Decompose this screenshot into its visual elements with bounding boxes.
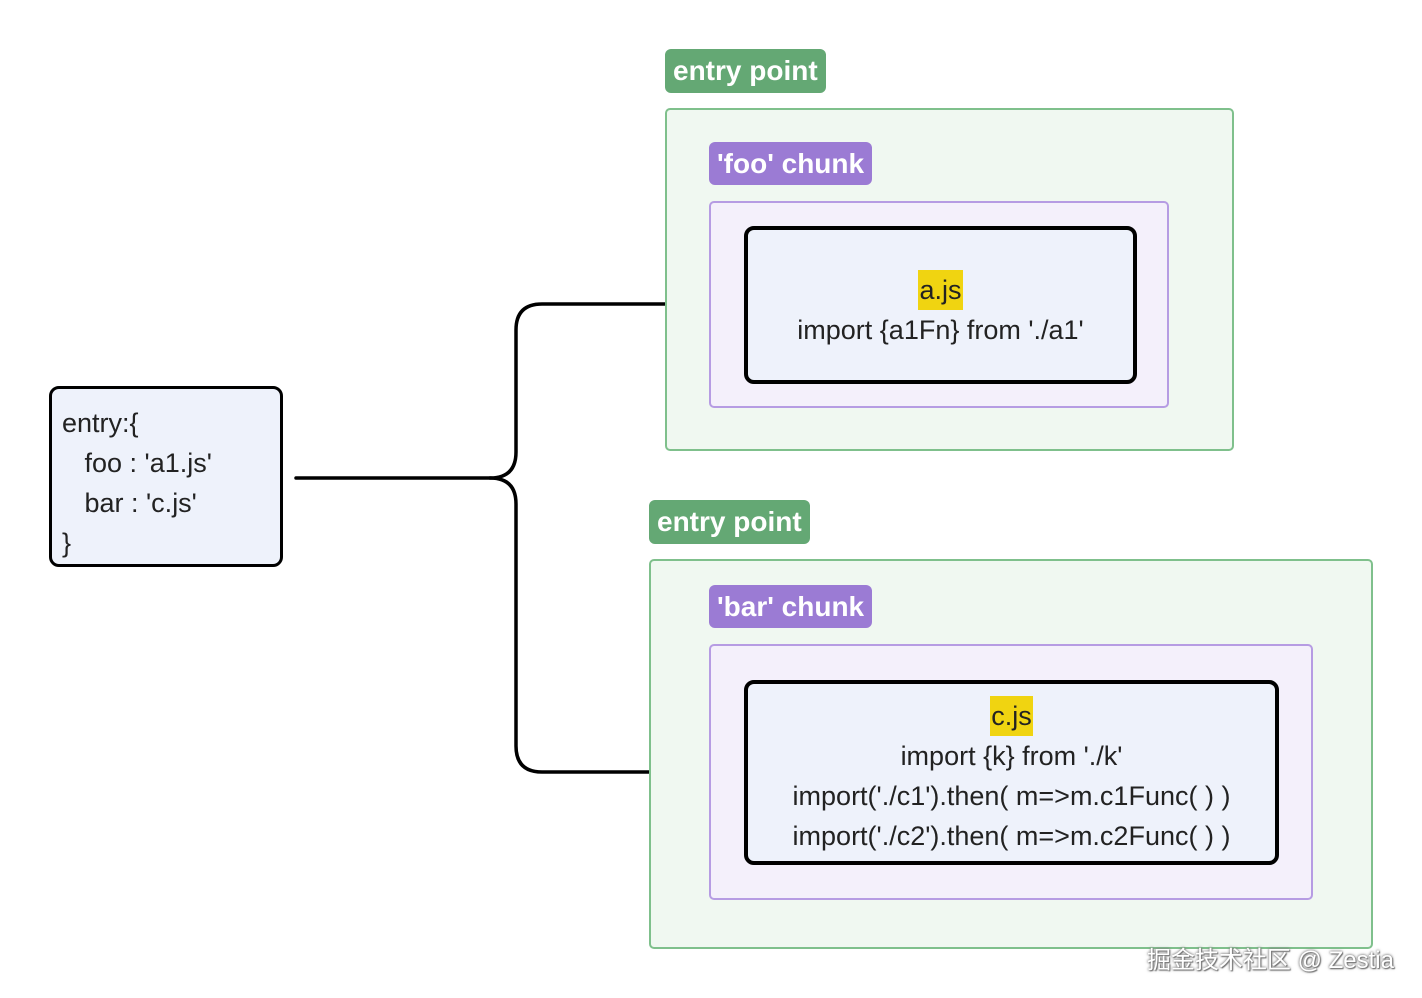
chunk-label-bar: 'bar' chunk — [709, 585, 873, 628]
code-line: import('./c2').then( m=>m.c2Func( ) ) — [792, 821, 1231, 851]
code-line: import {a1Fn} from './a1' — [797, 315, 1084, 345]
entry-config-box: entry:{ foo : 'a1.js' bar : 'c.js' } — [49, 386, 283, 567]
entry-point-label-bottom: entry point — [649, 500, 810, 544]
code-line: import('./c1').then( m=>m.c1Func( ) ) — [792, 781, 1231, 811]
entry-config-line: bar : 'c.js' — [62, 488, 197, 518]
connector-to-bar — [488, 476, 737, 774]
entry-config-line: entry:{ — [62, 408, 139, 438]
connector-to-foo — [294, 302, 737, 480]
chunk-label-foo: 'foo' chunk — [709, 142, 873, 185]
file-name-c: c.js — [990, 696, 1033, 736]
file-node-a: a.js import {a1Fn} from './a1' — [744, 226, 1137, 384]
file-node-c: c.js import {k} from './k' import('./c1'… — [744, 680, 1279, 865]
entry-point-label-top: entry point — [665, 49, 826, 93]
entry-config-line: foo : 'a1.js' — [62, 448, 212, 478]
code-line: import {k} from './k' — [900, 741, 1123, 771]
watermark: 掘金技术社区 @ Zestia — [1146, 947, 1394, 974]
file-name-a: a.js — [918, 270, 963, 310]
entry-config-line: } — [62, 528, 72, 558]
